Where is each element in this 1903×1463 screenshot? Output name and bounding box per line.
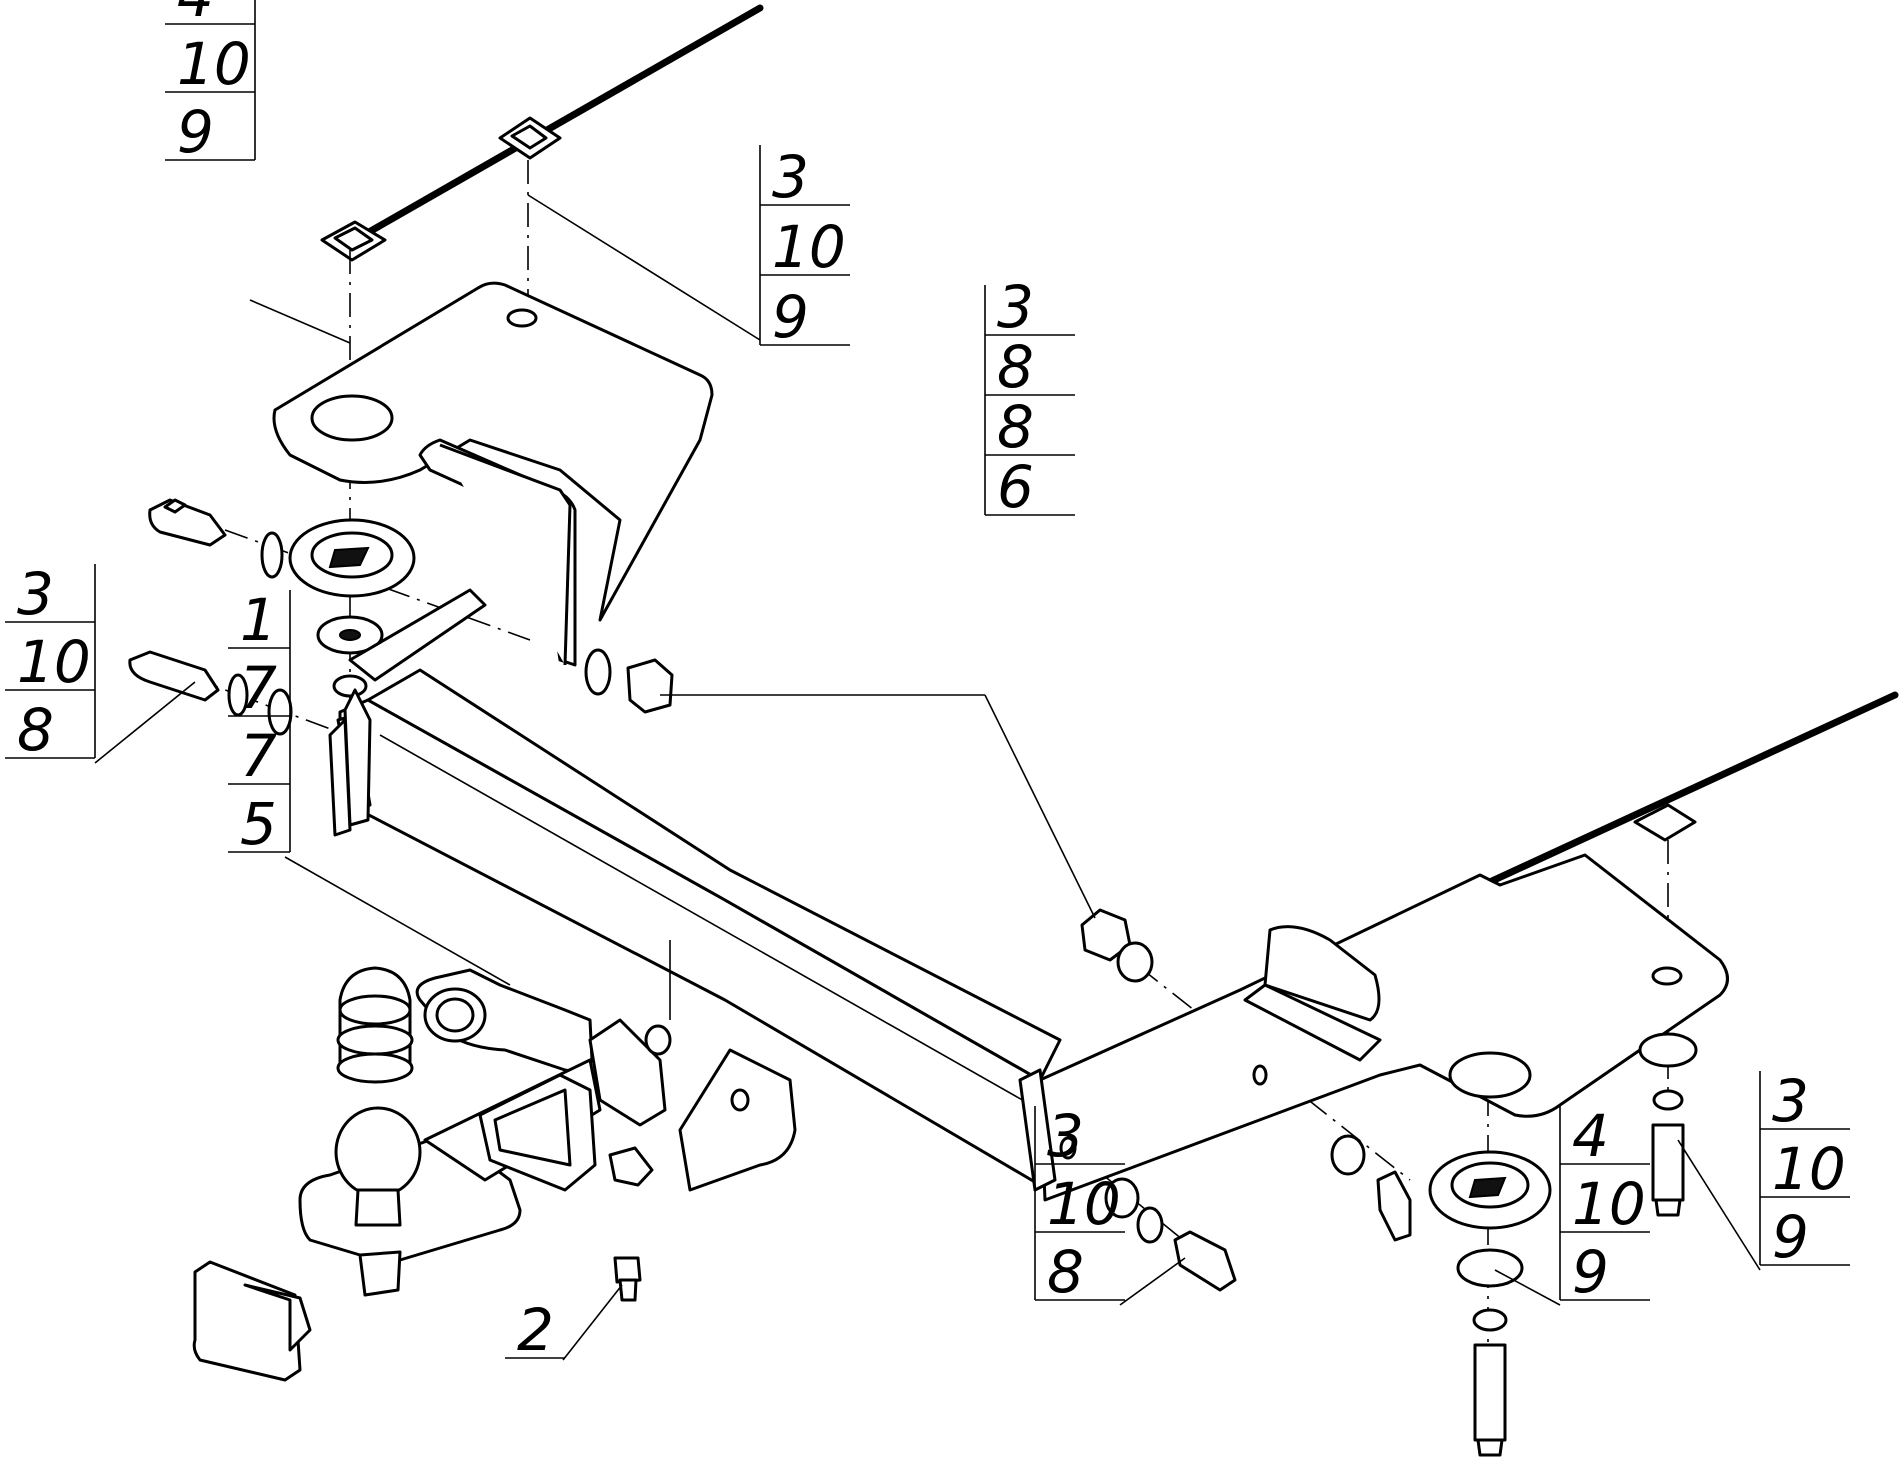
main-crossbar [328, 588, 1062, 1187]
callout-number: 2 [517, 1296, 554, 1364]
callout-number: 9 [177, 98, 214, 166]
callout-number: 8 [17, 696, 54, 764]
left-hardware [128, 498, 674, 736]
callout-number: 9 [772, 283, 809, 351]
callout-number: 10 [177, 30, 251, 98]
threaded-rod-top [320, 4, 764, 262]
callout-number: 6 [997, 453, 1034, 521]
callout-number: 4 [177, 0, 214, 30]
callout-number: 10 [1047, 1170, 1121, 1238]
callout-bottom-bolt: 2 [505, 1296, 565, 1364]
callout-number: 1 [240, 586, 277, 654]
callout-number: 3 [772, 143, 809, 211]
callout-number: 10 [1772, 1135, 1846, 1203]
callout-number: 3 [1772, 1067, 1809, 1135]
callout-number: 10 [772, 213, 846, 281]
callout-number: 4 [1572, 1102, 1609, 1170]
callout-number: 10 [17, 628, 91, 696]
callout-number: 8 [997, 393, 1034, 461]
receiver-cover-cap [192, 1260, 312, 1382]
callout-number: 7 [240, 722, 277, 790]
callout-number: 3 [17, 560, 54, 628]
callout-number: 10 [1572, 1170, 1646, 1238]
callout-number: 9 [1772, 1203, 1809, 1271]
callout-number: 8 [1047, 1238, 1084, 1306]
nut-stack-center [1080, 908, 1412, 1242]
callout-number: 3 [1047, 1102, 1084, 1170]
callout-number: 8 [997, 333, 1034, 401]
right-mounting-bracket [1018, 853, 1729, 1202]
callout-number: 5 [240, 790, 277, 858]
callout-number: 7 [240, 654, 277, 722]
callout-number: 9 [1572, 1238, 1609, 1306]
ball-mount-assembly [298, 966, 797, 1302]
callout-number: 3 [997, 273, 1034, 341]
right-hardware [1104, 1032, 1698, 1457]
left-mounting-bracket [272, 281, 714, 667]
leader-lines [94, 194, 1761, 1361]
